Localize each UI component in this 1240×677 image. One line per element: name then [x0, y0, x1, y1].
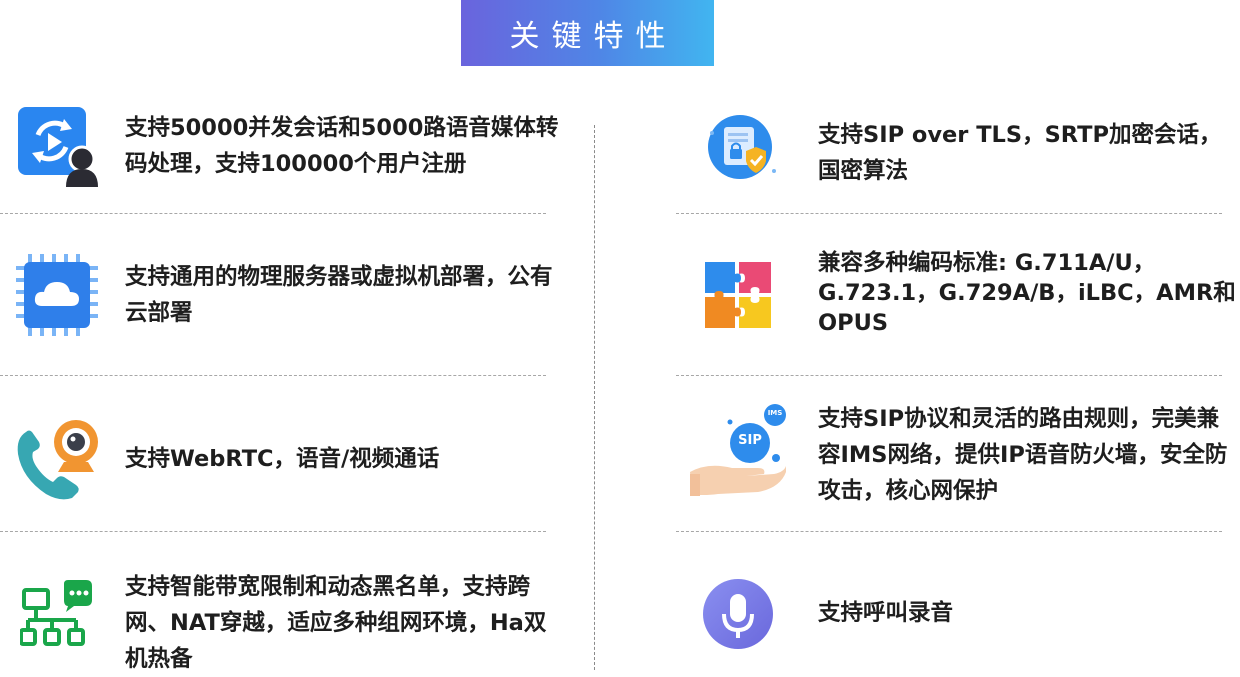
row-divider	[676, 531, 1222, 532]
secure-document-icon	[708, 115, 776, 179]
feature-text: 支持智能带宽限制和动态黑名单，支持跨网、NAT穿越，适应多种组网环境，Ha双机热…	[125, 574, 547, 672]
page-title: 关键特性	[509, 19, 678, 54]
webcam-phone-icon	[17, 420, 98, 500]
center-divider	[594, 125, 595, 670]
cloud-chip-icon	[16, 254, 98, 336]
feature-text: 支持SIP协议和灵活的路由规则，完美兼容IMS网络，提供IP语音防火墙，安全防攻…	[818, 406, 1228, 504]
sip-hand-icon: SIP IMS	[688, 402, 788, 500]
row-divider	[0, 531, 546, 532]
title-banner: 关键特性	[461, 0, 714, 66]
microphone-icon	[703, 579, 773, 649]
media-transcode-icon	[18, 107, 98, 187]
puzzle-icon	[705, 262, 771, 328]
feature-text: 支持呼叫录音	[818, 600, 954, 626]
feature-text: 支持WebRTC，语音/视频通话	[125, 446, 440, 472]
ims-badge-label: IMS	[767, 409, 783, 417]
feature-text: 支持通用的物理服务器或虚拟机部署，公有云部署	[125, 264, 553, 326]
row-divider	[0, 375, 546, 376]
feature-text: 兼容多种编码标准: G.711A/U，G.723.1，G.729A/B，iLBC…	[818, 250, 1236, 336]
row-divider	[0, 213, 546, 214]
network-topology-icon	[20, 580, 92, 646]
feature-text: 支持SIP over TLS，SRTP加密会话，国密算法	[818, 122, 1222, 184]
feature-text: 支持50000并发会话和5000路语音媒体转码处理，支持100000个用户注册	[125, 115, 559, 177]
row-divider	[676, 213, 1222, 214]
sip-badge-label: SIP	[738, 433, 762, 448]
row-divider	[676, 375, 1222, 376]
